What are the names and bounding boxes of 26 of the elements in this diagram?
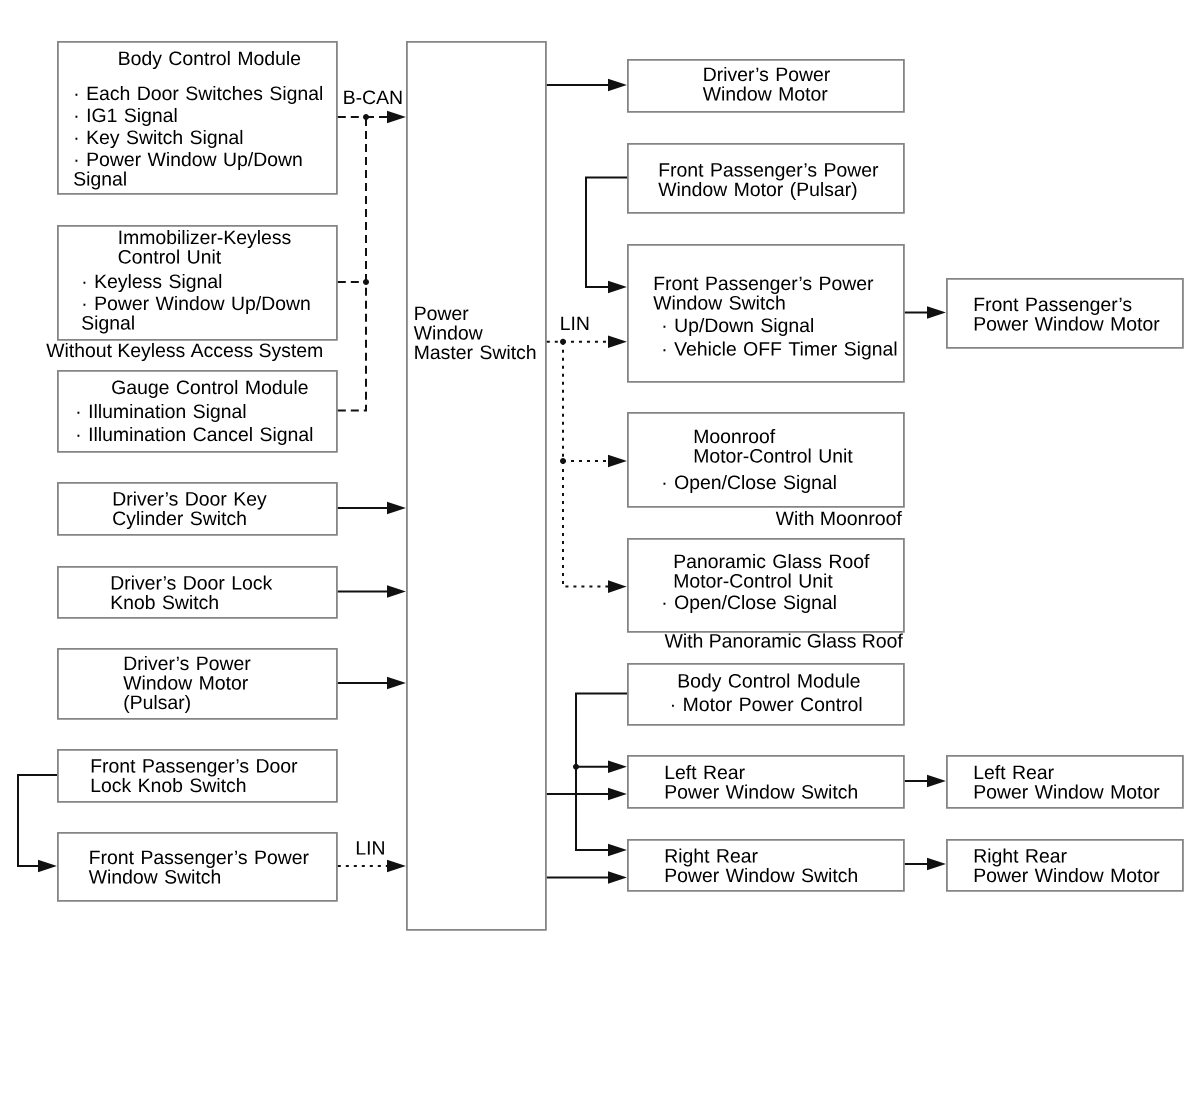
block-box: Front Passenger’s Power Window Motor (Pulsar)	[627, 143, 905, 214]
block-box: Driver’s Power Window Motor	[627, 59, 905, 113]
block-box: Left Rear Power Window Switch	[627, 755, 905, 809]
block-box: Panoramic Glass Roof Motor-Control Unit · Open/Close Signal	[627, 538, 905, 633]
condition-note: Without Keyless Access System	[46, 342, 322, 362]
block-box: Front Passenger’s Power Window Motor	[946, 278, 1184, 349]
block-box: Left Rear Power Window Motor	[946, 755, 1184, 809]
block-box: Body Control Module · Motor Power Control	[627, 663, 905, 726]
block-box: Front Passenger’s Door Lock Knob Switch	[57, 749, 338, 803]
block-box: Driver’s Power Window Motor (Pulsar)	[57, 648, 338, 720]
block-box: Driver’s Door Key Cylinder Switch	[57, 482, 338, 536]
bus-label: LIN	[559, 316, 591, 331]
block-box: Front Passenger’s Power Window Switch · Up/Down Signal · Vehicle OFF Timer Signal	[627, 244, 905, 383]
block-box: Right Rear Power Window Switch	[627, 839, 905, 892]
block-box: Driver’s Door Lock Knob Switch	[57, 566, 338, 619]
bus-label: B-CAN	[342, 89, 404, 105]
bus-label: LIN	[354, 840, 386, 856]
block-box: Moonroof Motor-Control Unit · Open/Close Signal	[627, 412, 905, 508]
block-box: Gauge Control Module · Illumination Signal · Illumination Cancel Signal	[57, 370, 338, 453]
block-box: Body Control Module · Each Door Switches Signal · IG1 Signal · Key Switch Signal · Power Window Up/Down Signal	[57, 41, 338, 195]
block-box: Immobilizer-Keyless Control Unit · Keyless Signal · Power Window Up/Down Signal	[57, 225, 338, 341]
block-box: Front Passenger’s Power Window Switch	[57, 832, 338, 902]
condition-note: With Moonroof	[775, 510, 902, 526]
block-box: Power Window Master Switch	[406, 41, 547, 931]
condition-note: With Panoramic Glass Roof	[664, 633, 903, 648]
block-box: Right Rear Power Window Motor	[946, 839, 1184, 892]
